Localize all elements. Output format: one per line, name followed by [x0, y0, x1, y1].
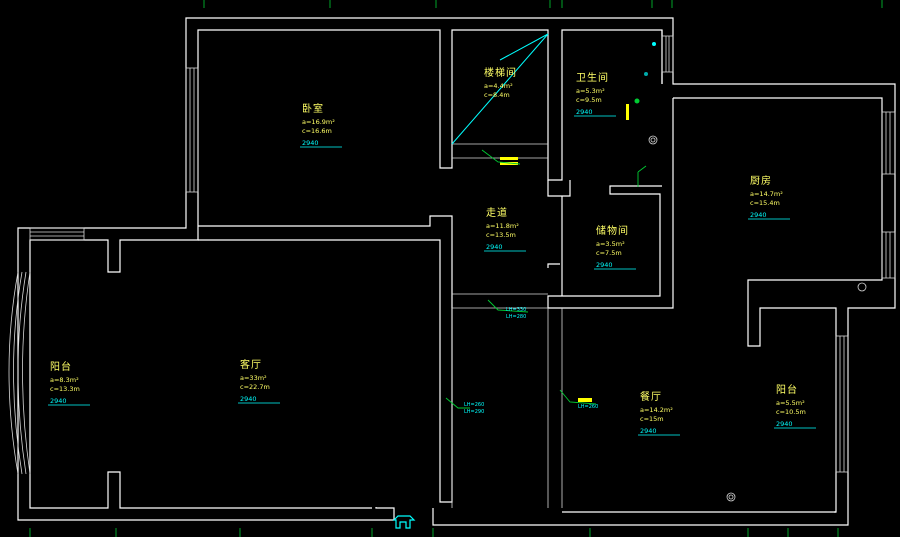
- beam-label-2b: LH=290: [464, 409, 484, 415]
- room-code-balcony_e: 2940: [776, 420, 793, 428]
- fixtures: [392, 42, 867, 529]
- room-perimeter-stairs: c=8.4m: [484, 91, 510, 99]
- leaders: [445, 149, 597, 409]
- room-area-balcony_w: a=8.3m²: [50, 376, 79, 384]
- room-perimeter-kitchen: c=15.4m: [750, 199, 780, 207]
- room-name-corridor: 走道: [486, 206, 508, 219]
- outer-walls: [17, 17, 896, 526]
- dimension-ticks: [29, 0, 883, 537]
- room-perimeter-storage: c=7.5m: [596, 249, 622, 257]
- stair-symbol: [451, 33, 549, 145]
- room-name-balcony_e: 阳台: [776, 383, 798, 396]
- room-name-bedroom: 卧室: [302, 102, 324, 115]
- room-name-storage: 储物间: [596, 224, 629, 237]
- room-area-living: a=33m²: [240, 374, 267, 382]
- room-code-balcony_w: 2940: [50, 397, 67, 405]
- room-name-stairs: 楼梯间: [484, 66, 517, 79]
- beam-label-3: LH=260: [578, 404, 598, 410]
- room-code-bathroom: 2940: [576, 108, 593, 116]
- beam-label-2: LH=260: [464, 402, 484, 408]
- room-area-dining: a=14.2m²: [640, 406, 673, 414]
- beam-labels: LH=330 LH=280 LH=260 LH=290 LH=260: [464, 307, 598, 415]
- beam-label-1: LH=330: [506, 307, 526, 313]
- room-perimeter-bedroom: c=16.6m: [302, 127, 332, 135]
- room-code-dining: 2940: [640, 427, 657, 435]
- room-name-kitchen: 厨房: [750, 174, 772, 187]
- room-area-stairs: a=4.4m²: [484, 82, 513, 90]
- room-perimeter-balcony_w: c=13.3m: [50, 385, 80, 393]
- room-code-kitchen: 2940: [750, 211, 767, 219]
- room-code-living: 2940: [240, 395, 257, 403]
- room-code-storage: 2940: [596, 261, 613, 269]
- room-area-corridor: a=11.8m²: [486, 222, 519, 230]
- room-name-bathroom: 卫生间: [576, 71, 609, 84]
- room-code-corridor: 2940: [486, 243, 503, 251]
- room-perimeter-dining: c=15m: [640, 415, 664, 423]
- room-area-bedroom: a=16.9m²: [302, 118, 335, 126]
- beam-label-1b: LH=280: [506, 314, 526, 320]
- room-area-bathroom: a=5.3m²: [576, 87, 605, 95]
- room-name-balcony_w: 阳台: [50, 360, 72, 373]
- room-area-kitchen: a=14.7m²: [750, 190, 783, 198]
- room-perimeter-corridor: c=13.5m: [486, 231, 516, 239]
- room-name-living: 客厅: [240, 358, 262, 371]
- room-area-storage: a=3.5m²: [596, 240, 625, 248]
- room-perimeter-living: c=22.7m: [240, 383, 270, 391]
- room-area-balcony_e: a=5.5m²: [776, 399, 805, 407]
- room-code-bedroom: 2940: [302, 139, 319, 147]
- windows: [8, 35, 896, 475]
- room-perimeter-balcony_e: c=10.5m: [776, 408, 806, 416]
- room-perimeter-bathroom: c=9.5m: [576, 96, 602, 104]
- room-name-dining: 餐厅: [640, 390, 662, 403]
